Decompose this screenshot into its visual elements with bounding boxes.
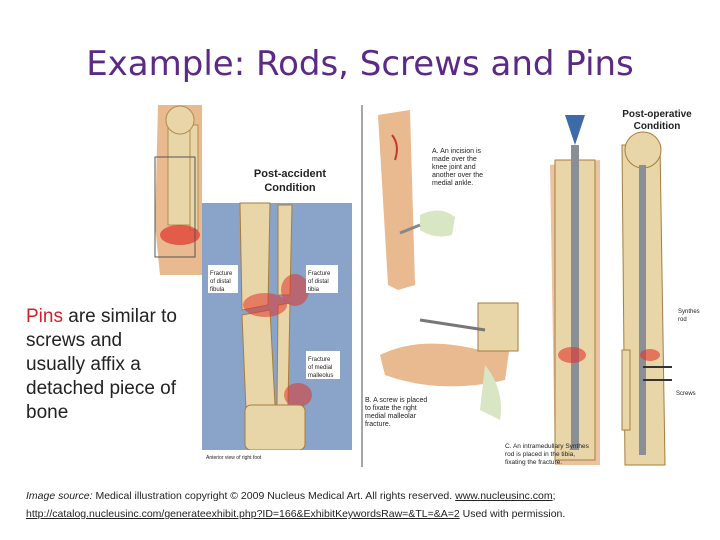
svg-text:malleolus: malleolus bbox=[308, 373, 333, 379]
svg-text:A. An incision is: A. An incision is bbox=[432, 148, 482, 155]
svg-text:of distal: of distal bbox=[210, 279, 231, 285]
procedure-illustration: Post-operative Condition A. An incision … bbox=[360, 105, 710, 470]
caption-rest: are similar to screws and usually affix … bbox=[26, 306, 177, 423]
svg-text:rod: rod bbox=[678, 317, 687, 323]
svg-text:Fracture: Fracture bbox=[308, 271, 331, 277]
svg-text:of medial: of medial bbox=[308, 365, 332, 371]
svg-text:fracture.: fracture. bbox=[365, 421, 391, 428]
svg-text:another over the: another over the bbox=[432, 172, 483, 179]
svg-text:made over the: made over the bbox=[432, 156, 477, 163]
source-link-2[interactable]: http://catalog.nucleusinc.com/generateex… bbox=[26, 508, 460, 520]
svg-text:Fracture: Fracture bbox=[308, 357, 331, 363]
svg-text:medial ankle.: medial ankle. bbox=[432, 180, 473, 187]
svg-text:tibia: tibia bbox=[308, 287, 320, 293]
post-accident-illustration: Post-accident Condition Fracture of dist… bbox=[150, 105, 355, 465]
svg-text:Condition: Condition bbox=[634, 121, 681, 132]
svg-text:Anterior view of right foot: Anterior view of right foot bbox=[206, 455, 262, 461]
source-link-1[interactable]: www.nucleusinc.com bbox=[455, 490, 553, 502]
post-accident-heading: Post-accident bbox=[254, 168, 326, 180]
page-title: Example: Rods, Screws and Pins bbox=[86, 44, 634, 84]
caption: Pins are similar to screws and usually a… bbox=[26, 305, 186, 425]
svg-text:fixating the fracture.: fixating the fracture. bbox=[505, 459, 562, 466]
source-prefix: Image source: bbox=[26, 490, 93, 502]
svg-text:knee joint and: knee joint and bbox=[432, 164, 476, 171]
svg-text:Fracture: Fracture bbox=[210, 271, 233, 277]
svg-text:Synthes: Synthes bbox=[678, 309, 700, 315]
svg-text:Condition: Condition bbox=[264, 182, 316, 194]
svg-text:C. An intramedullary Synthes: C. An intramedullary Synthes bbox=[505, 443, 590, 450]
svg-text:rod is placed in the tibia,: rod is placed in the tibia, bbox=[505, 451, 575, 458]
svg-text:medial malleolar: medial malleolar bbox=[365, 413, 417, 420]
svg-text:fibula: fibula bbox=[210, 287, 225, 293]
svg-text:to fixate the right: to fixate the right bbox=[365, 405, 417, 412]
image-source: Image source: Medical illustration copyr… bbox=[26, 490, 566, 520]
svg-text:B. A screw is placed: B. A screw is placed bbox=[365, 397, 427, 404]
caption-highlight: Pins bbox=[26, 306, 63, 327]
svg-text:of distal: of distal bbox=[308, 279, 329, 285]
post-operative-heading: Post-operative bbox=[622, 109, 692, 120]
svg-text:Screws: Screws bbox=[676, 391, 696, 397]
